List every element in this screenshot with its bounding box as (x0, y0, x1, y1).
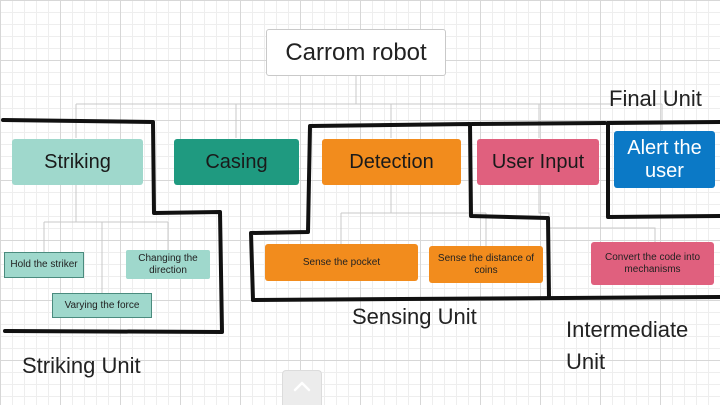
label-sensing-unit: Sensing Unit (352, 304, 477, 329)
node-user-input[interactable]: User Input (477, 139, 599, 185)
label-final-unit: Final Unit (609, 86, 702, 111)
node-casing[interactable]: Casing (174, 139, 299, 185)
node-detection[interactable]: Detection (322, 139, 461, 185)
label-intermediate-unit: Intermediate Unit (566, 317, 689, 374)
node-sense-the-pocket[interactable]: Sense the pocket (265, 244, 418, 281)
root-node-carrom-robot[interactable]: Carrom robot (266, 29, 446, 76)
collapse-toggle-button[interactable] (282, 370, 322, 405)
node-alert-the-user[interactable]: Alert the user (614, 131, 715, 188)
node-varying-the-force[interactable]: Varying the force (52, 293, 152, 318)
chevron-up-icon (292, 379, 312, 397)
node-sense-the-distance-of-coins[interactable]: Sense the distance of coins (429, 246, 543, 283)
node-changing-the-direction[interactable]: Changing the direction (126, 250, 210, 279)
node-striking[interactable]: Striking (12, 139, 143, 185)
label-striking-unit: Striking Unit (22, 353, 141, 378)
node-convert-the-code-into-mechanisms[interactable]: Convert the code into mechanisms (591, 242, 714, 285)
node-hold-the-striker[interactable]: Hold the striker (4, 252, 84, 278)
